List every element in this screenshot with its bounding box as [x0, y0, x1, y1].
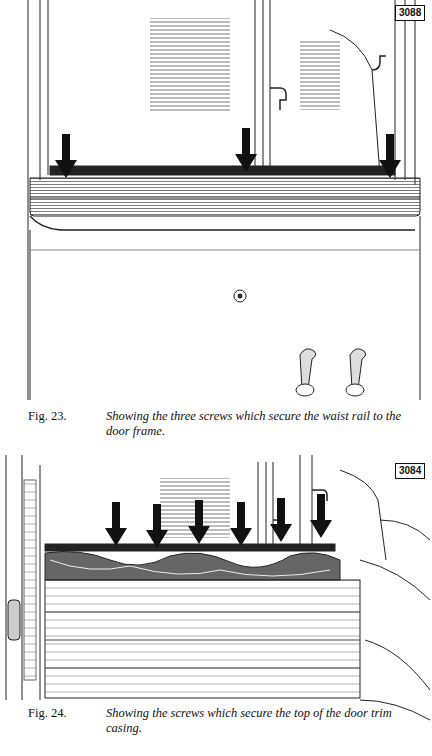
figure-number-box: 3084: [395, 463, 425, 479]
figure-label: Fig. 23.: [28, 409, 104, 424]
screw-arrows: [105, 494, 332, 548]
screw-arrows: [55, 128, 401, 178]
figure-number-box: 3088: [395, 5, 425, 21]
caption-text: Showing the three screws which secure th…: [106, 409, 424, 439]
figure-number: 3084: [399, 464, 421, 478]
trim-casing-figure: [6, 455, 430, 720]
figure-number: 3088: [399, 6, 421, 20]
waist-rail-figure: [28, 0, 420, 400]
caption-text: Showing the screws which secure the top …: [106, 706, 424, 736]
figure-label: Fig. 24.: [28, 706, 104, 721]
